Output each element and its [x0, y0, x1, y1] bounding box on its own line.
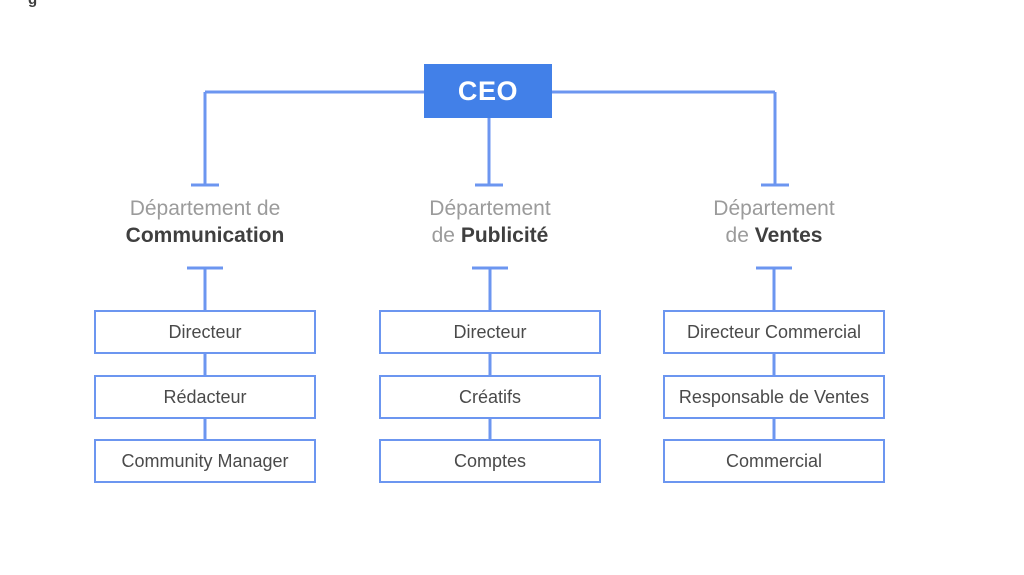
- department-heading-line-2: de Publicité: [290, 223, 690, 250]
- role-node-publicite-3[interactable]: Comptes: [379, 439, 601, 483]
- department-heading-line-2: Communication: [125, 223, 285, 247]
- ceo-node[interactable]: CEO: [424, 64, 552, 118]
- department-heading-line-2-prefix: de: [431, 223, 461, 247]
- role-node-label: Directeur: [168, 322, 242, 342]
- department-heading-line-2: de Ventes: [574, 223, 974, 250]
- role-node-label: Directeur: [453, 322, 527, 342]
- role-node-label: Commercial: [725, 451, 822, 471]
- role-node-label: Rédacteur: [163, 387, 247, 407]
- role-node-ventes-2[interactable]: Responsable de Ventes: [663, 375, 885, 419]
- department-heading-publicite: Département de Publicité: [290, 196, 690, 250]
- role-node-label: Créatifs: [458, 387, 521, 407]
- department-heading-line-1: Département: [713, 197, 835, 220]
- ceo-node-label: CEO: [457, 75, 519, 106]
- department-heading-communication: Département de Communication: [5, 196, 405, 250]
- role-node-publicite-1[interactable]: Directeur: [379, 310, 601, 354]
- role-node-label: Comptes: [453, 451, 527, 471]
- role-node-label: Responsable de Ventes: [678, 387, 870, 407]
- role-node-publicite-2[interactable]: Créatifs: [379, 375, 601, 419]
- role-node-label: Directeur Commercial: [686, 322, 862, 342]
- department-heading-ventes: Département de Ventes: [574, 196, 974, 250]
- role-node-label: Community Manager: [121, 451, 289, 471]
- department-heading-line-1: Département de: [129, 197, 281, 220]
- role-node-ventes-1[interactable]: Directeur Commercial: [663, 310, 885, 354]
- department-heading-line-1: Département: [429, 197, 551, 220]
- department-heading-line-2-prefix: de: [725, 223, 755, 247]
- role-node-communication-2[interactable]: Rédacteur: [94, 375, 316, 419]
- role-node-ventes-3[interactable]: Commercial: [663, 439, 885, 483]
- top-clipped-text-fragment: g: [28, 0, 37, 8]
- role-node-communication-3[interactable]: Community Manager: [94, 439, 316, 483]
- role-node-communication-1[interactable]: Directeur: [94, 310, 316, 354]
- department-heading-line-2-bold: Ventes: [754, 223, 823, 247]
- department-heading-line-2-bold: Publicité: [460, 223, 549, 247]
